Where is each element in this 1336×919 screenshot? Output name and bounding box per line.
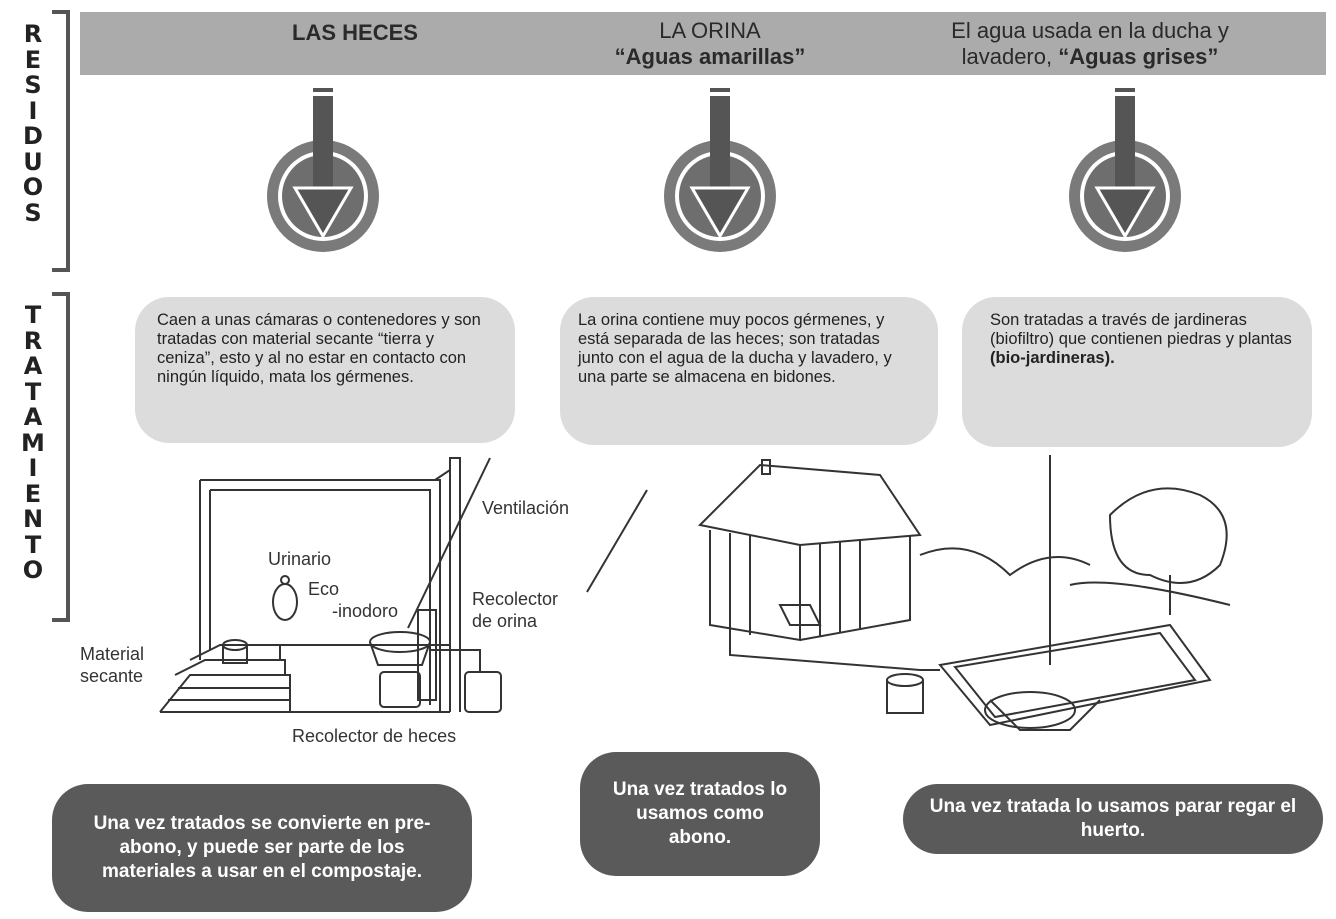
- label-recolector-orina: Recolector de orina: [472, 588, 558, 632]
- side-letter: S: [24, 71, 42, 99]
- bracket-tratamiento: [52, 292, 70, 622]
- side-letter: T: [24, 301, 42, 329]
- header-col1: LAS HECES: [292, 20, 418, 45]
- label-material-2: secante: [80, 666, 144, 686]
- side-letter: N: [22, 505, 44, 533]
- label-ventilacion: Ventilación: [482, 498, 570, 518]
- down-arrow-icon-1: [267, 88, 379, 252]
- label-recolector-orina-2: de orina: [472, 611, 538, 631]
- side-letter: D: [23, 122, 43, 150]
- header-col3: El agua usada en la ducha y lavadero, “A…: [870, 18, 1310, 70]
- result-box-heces: Una vez tratados se convierte en pre-abo…: [52, 784, 472, 912]
- dry-toilet-illustration: [159, 457, 648, 713]
- side-letter: T: [24, 530, 42, 559]
- treatment-bubble-orina: La orina contiene muy pocos gérmenes, y …: [560, 297, 938, 445]
- side-letter: T: [24, 377, 42, 406]
- biogarden-illustration: [697, 455, 1231, 731]
- header-bar: [80, 12, 1326, 75]
- label-inodoro: -inodoro: [332, 601, 399, 621]
- label-recolector-orina-1: Recolector: [472, 589, 559, 609]
- header-col2-line2: “Aguas amarillas”: [614, 44, 806, 69]
- label-material-1: Material: [80, 644, 145, 664]
- treatment-bubble-heces: Caen a unas cámaras o contenedores y son…: [135, 297, 515, 443]
- side-letter: R: [23, 20, 43, 48]
- side-letter: M: [21, 428, 45, 457]
- down-arrow-icon-3: [1069, 88, 1181, 252]
- label-material-secante: Material secante: [80, 643, 144, 687]
- header-col3-line1: El agua usada en la ducha y: [951, 18, 1229, 43]
- header-col2: LA ORINA “Aguas amarillas”: [540, 18, 880, 70]
- label-urinario: Urinario: [268, 549, 332, 569]
- side-letter: I: [28, 96, 38, 125]
- side-letter: O: [22, 556, 44, 584]
- side-letter: A: [23, 352, 43, 380]
- header-col2-line1: LA ORINA: [659, 18, 761, 43]
- down-arrow-icon-2: [664, 88, 776, 252]
- side-letter: O: [22, 173, 44, 201]
- side-letter: I: [28, 454, 38, 482]
- side-letter: E: [24, 45, 42, 74]
- side-letter: A: [23, 403, 43, 431]
- side-letter: U: [23, 147, 43, 176]
- side-letter: R: [23, 326, 43, 355]
- side-letter: E: [24, 479, 42, 508]
- header-col3-line2: lavadero, “Aguas grises”: [961, 44, 1219, 69]
- result-box-grises: Una vez tratada lo usamos parar regar el…: [903, 784, 1323, 854]
- result-box-orina: Una vez tratados lo usamos como abono.: [580, 752, 820, 876]
- label-eco: Eco: [308, 579, 340, 599]
- bracket-residuos: [52, 10, 70, 272]
- treatment-bubble-grises: Son tratadas a través de jardineras (bio…: [962, 297, 1312, 447]
- side-letter: S: [24, 198, 42, 227]
- label-recolector-heces: Recolector de heces: [292, 726, 457, 746]
